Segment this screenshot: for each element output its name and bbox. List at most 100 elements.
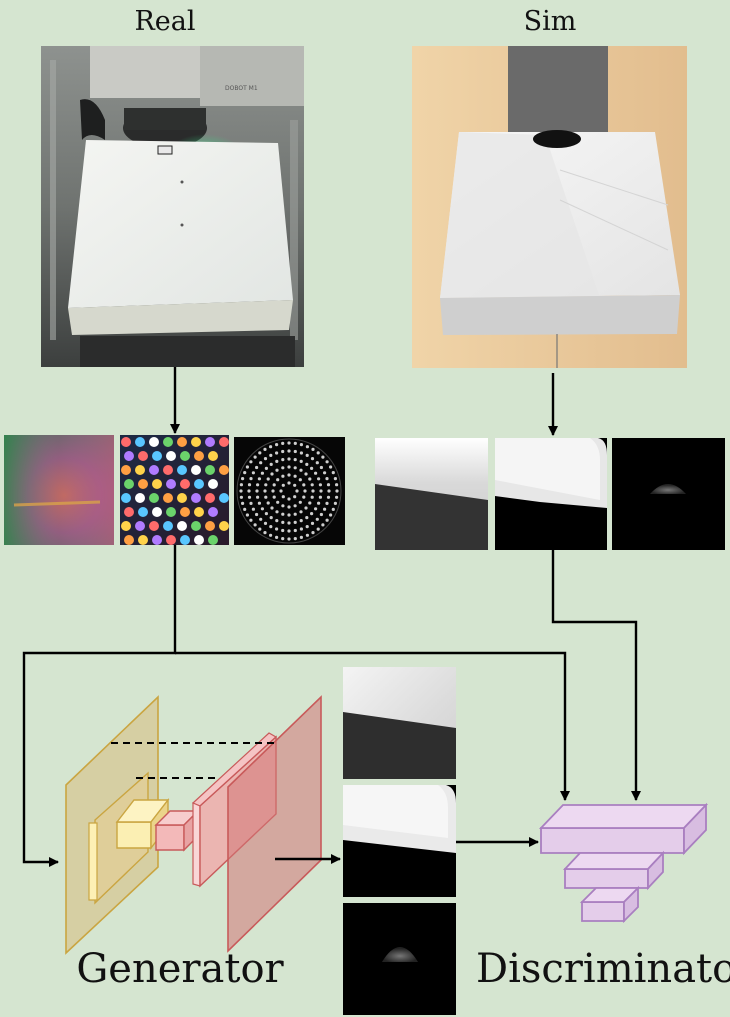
real-to-generator-line [22, 545, 177, 867]
marker-dot [219, 437, 229, 447]
pattern-dot [275, 527, 279, 531]
pattern-dot [326, 495, 331, 499]
generator-encoder-block [116, 821, 152, 849]
marker-dot [149, 465, 159, 475]
pattern-dot [239, 489, 243, 493]
generator-network [65, 695, 322, 955]
pattern-dot [241, 477, 245, 481]
generator-bottleneck-block [155, 824, 185, 851]
pattern-dot [272, 483, 276, 487]
pattern-dot [269, 516, 273, 520]
marker-dot [208, 507, 218, 517]
pattern-dot [253, 455, 257, 459]
pattern-dot [276, 478, 280, 482]
pattern-dot [335, 483, 339, 487]
pattern-dot [305, 445, 309, 449]
pattern-dot [311, 447, 315, 451]
discriminator-layer-1 [540, 827, 685, 854]
pattern-dot [299, 451, 303, 455]
marker-dot [121, 521, 131, 531]
pattern-dot [310, 466, 314, 470]
marker-dot [194, 507, 204, 517]
marker-dot [124, 451, 134, 461]
pattern-dot [329, 465, 333, 469]
pattern-dot [255, 512, 259, 517]
marker-dot [121, 465, 131, 475]
pattern-dot [299, 535, 303, 540]
pattern-dot [299, 459, 303, 463]
pattern-dot [281, 474, 285, 478]
marker-dot [138, 535, 148, 545]
pattern-dot [310, 495, 314, 499]
sim-contact-image [612, 438, 725, 550]
pattern-dot [247, 495, 252, 499]
marker-dot [135, 493, 145, 503]
sim-mask-image [495, 438, 607, 550]
pattern-dot [311, 531, 315, 535]
pattern-dot [287, 465, 291, 469]
marker-dot [166, 535, 176, 545]
pattern-dot [299, 510, 303, 514]
tactile-dot-pattern-image [234, 437, 345, 545]
marker-dot [149, 521, 159, 531]
pattern-dot [281, 483, 285, 487]
pattern-dot [335, 495, 339, 499]
pattern-dot [269, 533, 273, 537]
pattern-dot [287, 449, 291, 453]
pattern-dot [305, 533, 309, 537]
pattern-dot [305, 462, 309, 466]
pattern-dot [269, 453, 273, 457]
pattern-dot [293, 449, 297, 454]
pattern-dot [298, 478, 302, 482]
pattern-dot [318, 495, 322, 499]
marker-dot [191, 437, 201, 447]
marker-dot [135, 437, 145, 447]
pattern-dot [271, 489, 275, 493]
marker-dot [163, 437, 173, 447]
pattern-dot [239, 495, 243, 499]
pattern-dot [310, 483, 314, 487]
pattern-dot [311, 489, 315, 493]
pattern-dot [303, 489, 307, 493]
pattern-dot [245, 513, 249, 517]
sim-to-discriminator-line [551, 550, 641, 801]
pattern-dot [260, 471, 264, 475]
pattern-dot [251, 471, 255, 475]
pattern-dot [325, 460, 329, 464]
pattern-dot [249, 518, 253, 522]
pattern-dot [247, 489, 251, 493]
marker-dot [219, 465, 229, 475]
discriminator-layer-2 [564, 868, 649, 889]
marker-dot [124, 535, 134, 545]
pattern-dot [287, 457, 291, 461]
pattern-dot [243, 471, 247, 475]
pattern-dot [318, 483, 322, 487]
pattern-dot [275, 519, 279, 523]
pattern-dot [325, 501, 329, 505]
marker-dot [205, 521, 215, 531]
pattern-dot [293, 483, 297, 487]
pattern-dot [315, 461, 319, 465]
pattern-dot [281, 537, 285, 541]
pattern-dot [258, 451, 262, 455]
marker-dot [208, 451, 218, 461]
generator-output-plane [227, 695, 322, 953]
marker-dot [194, 479, 204, 489]
pattern-dot [293, 458, 297, 462]
marker-dot [152, 479, 162, 489]
pattern-dot [331, 507, 335, 511]
generated-mask-image [343, 785, 456, 897]
pattern-dot [269, 525, 273, 529]
pattern-dot [298, 500, 302, 504]
pattern-dot [321, 455, 325, 459]
marker-dot [163, 521, 173, 531]
pattern-dot [264, 511, 268, 516]
pattern-dot [251, 507, 255, 511]
pattern-dot [319, 512, 323, 517]
marker-dot [205, 465, 215, 475]
marker-dot [177, 521, 187, 531]
pattern-dot [263, 489, 267, 493]
marker-dot [208, 535, 218, 545]
